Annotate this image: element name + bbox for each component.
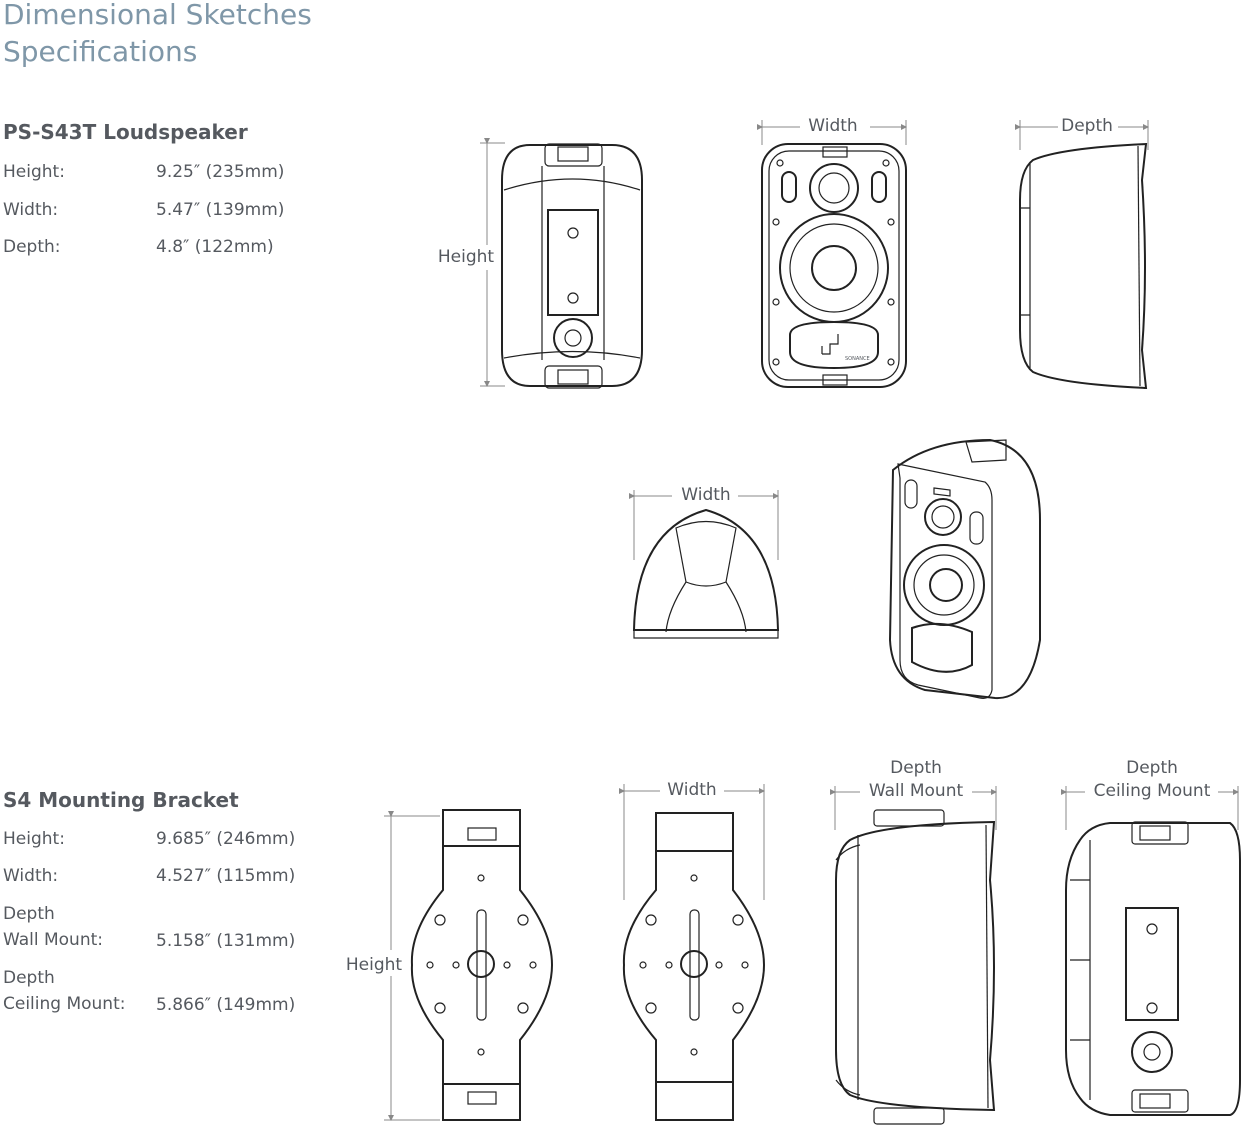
spec-label: Depth: <box>3 237 61 257</box>
speaker-back-view: Height <box>438 138 643 389</box>
spec-value: 5.866″ (149mm) <box>156 995 296 1015</box>
dimension-label-width: Width <box>808 116 857 136</box>
bracket-back-view: Width <box>619 780 766 1121</box>
sonance-logo-icon <box>821 334 839 355</box>
dimension-label-bracket-height: Height <box>346 955 403 975</box>
spec-label: Height: <box>3 162 65 182</box>
spec-label: Height: <box>3 829 65 849</box>
spec-label: Width: <box>3 200 59 220</box>
bracket-heading: S4 Mounting Bracket <box>3 788 239 812</box>
spec-value: 5.47″ (139mm) <box>156 200 285 220</box>
spec-value: 4.527″ (115mm) <box>156 866 296 886</box>
spec-value: 5.158″ (131mm) <box>156 931 296 951</box>
spec-label: Depth Ceiling Mount: <box>3 968 126 1014</box>
page-title: Dimensional Sketches <box>3 0 312 31</box>
page-subtitle: Specifications <box>3 35 198 68</box>
dimension-label-height: Height <box>438 247 495 267</box>
dimension-label-depth: Depth <box>1061 116 1113 136</box>
ceiling-mount-depth-view: Depth Ceiling Mount <box>1061 758 1241 1116</box>
dimension-label-top-width: Width <box>681 485 730 505</box>
dimension-label-ceiling-mount: Ceiling Mount <box>1094 781 1211 801</box>
speaker-isometric-view <box>888 438 1041 700</box>
speaker-top-view: Width <box>629 485 780 639</box>
spec-label: Depth Wall Mount: <box>3 904 103 950</box>
spec-value: 9.685″ (246mm) <box>156 829 296 849</box>
logo-text: SONANCE <box>845 356 870 362</box>
spec-value: 9.25″ (235mm) <box>156 162 285 182</box>
wall-mount-depth-view: Depth Wall Mount <box>830 758 997 1125</box>
dimension-label-bracket-width: Width <box>667 780 716 800</box>
dimension-label-wall-depth: Depth <box>890 758 942 778</box>
speaker-front-view: Width SONANCE <box>757 116 907 388</box>
spec-label: Width: <box>3 866 59 886</box>
dimension-label-wall-mount: Wall Mount <box>869 781 964 801</box>
speaker-side-view: Depth <box>1015 116 1149 390</box>
loudspeaker-heading: PS-S43T Loudspeaker <box>3 120 248 144</box>
bracket-front-view: Height <box>346 809 554 1121</box>
spec-value: 4.8″ (122mm) <box>156 237 274 257</box>
dimension-label-ceiling-depth: Depth <box>1126 758 1178 778</box>
